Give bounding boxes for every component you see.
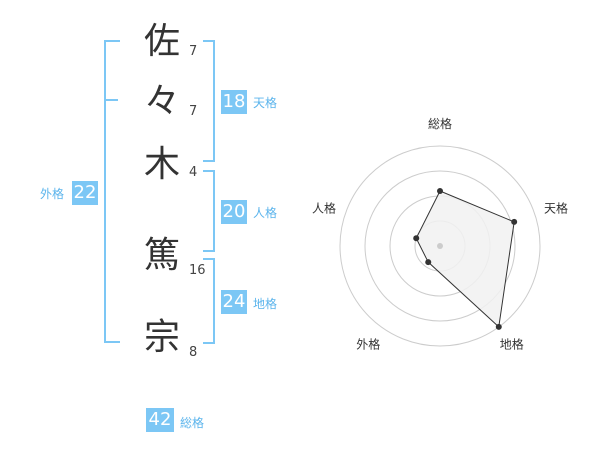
tenkaku-label: 天格 (253, 96, 278, 110)
chikaku-label: 地格 (253, 297, 278, 311)
radar-ring-3 (364, 170, 516, 322)
radar-axis-label-3: 地格 (500, 337, 524, 352)
radar-point-4 (425, 259, 432, 266)
radar-point-5 (413, 235, 420, 242)
radar-point-2 (511, 218, 518, 225)
gaikaku-bracket-tick (104, 99, 118, 101)
tenkaku-value-badge: 18 (221, 90, 247, 114)
name-char-5: 宗 (143, 317, 180, 358)
gaikaku-label: 外格 (40, 187, 65, 201)
radar-series-polygon (415, 190, 515, 328)
stroke-count-4: 16 (189, 263, 206, 278)
name-char-3: 木 (143, 144, 180, 185)
radar-point-1 (437, 188, 443, 194)
jinkaku-label: 人格 (253, 206, 278, 220)
radar-axis-label-2: 天格 (544, 200, 568, 215)
name-char-2: 々 (143, 81, 180, 122)
stroke-count-2: 7 (189, 104, 198, 119)
jinkaku-value-badge: 20 (221, 200, 247, 224)
tenkaku-bracket (203, 40, 215, 162)
chikaku-value-badge: 24 (221, 290, 247, 314)
name-char-1: 佐 (143, 21, 180, 62)
radar-axis-label-4: 外格 (356, 337, 380, 352)
stroke-count-1: 7 (189, 44, 198, 59)
jinkaku-bracket (203, 170, 215, 252)
radar-point-3 (495, 323, 502, 330)
radar-axis-label-5: 人格 (312, 200, 336, 215)
gaikaku-bracket (104, 40, 120, 343)
name-char-4: 篤 (143, 235, 180, 276)
radar-axis-label-1: 総格 (428, 116, 452, 131)
soukaku-value-badge: 42 (146, 408, 174, 432)
radar-center-dot (437, 243, 443, 249)
stroke-count-5: 8 (189, 345, 198, 360)
gaikaku-value-badge: 22 (72, 181, 98, 205)
chikaku-bracket (203, 258, 215, 344)
soukaku-label: 総格 (180, 416, 205, 430)
stroke-count-3: 4 (189, 165, 198, 180)
